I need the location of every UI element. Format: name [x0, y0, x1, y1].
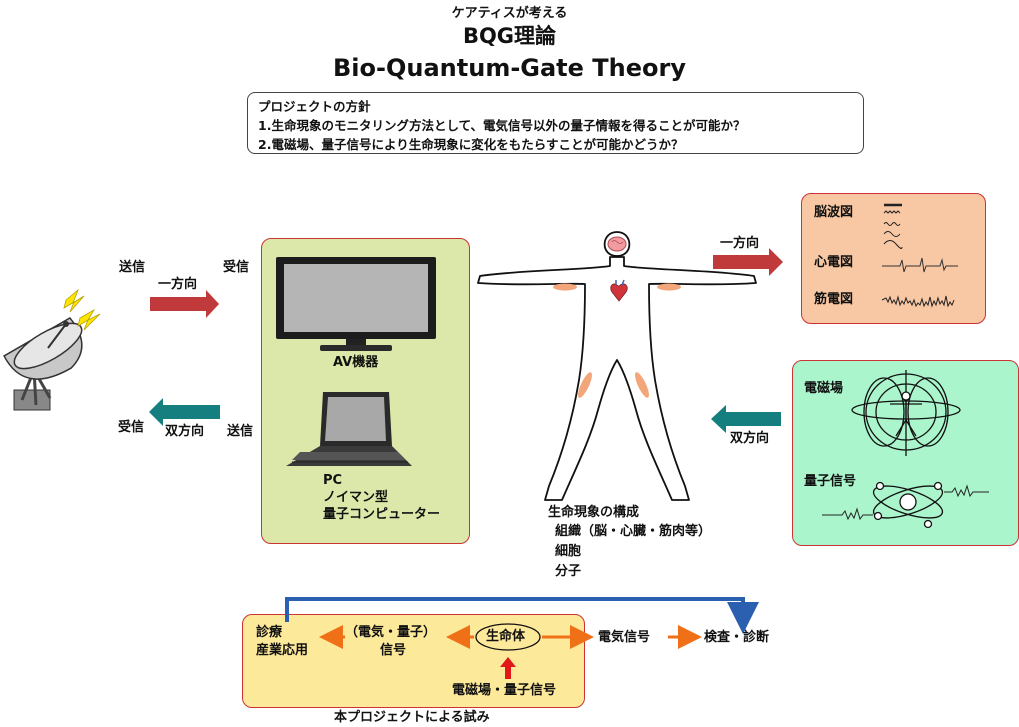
one-way-label-right: 一方向: [720, 236, 760, 251]
em-field-icon: [851, 370, 961, 456]
em-quantum-label: 電磁場・量子信号: [452, 683, 557, 698]
av-device-label: AV機器: [333, 355, 379, 370]
emg-wave-icon: [881, 295, 955, 308]
eeg-label: 脳波図: [814, 205, 854, 220]
diagnosis-label: 検査・診断: [704, 630, 770, 645]
send-label-bottom: 送信: [227, 424, 254, 439]
organism-ellipse: [475, 623, 541, 651]
application-panel: [242, 614, 585, 708]
policy-line-1: 1.生命現象のモニタリング方法として、電気信号以外の量子情報を得ることが可能か？: [258, 118, 746, 133]
two-way-label-right: 双方向: [730, 431, 770, 446]
neumann-label: ノイマン型: [323, 490, 389, 505]
quantum-signal-label: 量子信号: [804, 474, 857, 489]
policy-line-2: 2.電磁場、量子信号により生命現象に変化をもたらすことが可能かどうか？: [258, 137, 684, 152]
em-input-arrow: [500, 657, 516, 679]
industry-label: 産業応用: [256, 643, 309, 658]
em-field-label: 電磁場: [804, 381, 844, 396]
one-way-arrow-right: [713, 248, 783, 276]
signal-label-2: 信号: [380, 643, 407, 658]
eeg-wave-icon: [883, 203, 903, 249]
policy-heading: プロジェクトの方針: [258, 99, 371, 114]
feedback-arrow: [285, 597, 759, 634]
receive-label-bottom: 受信: [118, 420, 145, 435]
human-body-icon: [477, 231, 757, 501]
atom-icon: [872, 481, 944, 529]
body-structure-item-1: 組織（脳・心臓・筋肉等）: [555, 524, 712, 539]
body-structure-heading: 生命現象の構成: [548, 505, 640, 520]
emg-label: 筋電図: [814, 292, 854, 307]
heart-icon: [610, 279, 628, 302]
quantum-wave-icon: [944, 484, 989, 498]
leg-muscle-icon: [635, 372, 649, 398]
signal-label-1: （電気・量子）: [345, 625, 437, 640]
quantum-computer-label: 量子コンピューター: [323, 507, 441, 522]
brain-icon: [607, 236, 627, 252]
send-label-top: 送信: [119, 260, 146, 275]
ecg-wave-icon: [882, 257, 958, 273]
laptop-icon: [286, 392, 412, 466]
receive-label-top: 受信: [223, 260, 250, 275]
body-structure-item-2: 細胞: [555, 544, 582, 559]
satellite-dish-icon: [3, 316, 83, 411]
title-jp: BQG理論: [462, 24, 557, 48]
arm-muscle-icon: [553, 283, 577, 291]
subtitle: ケアティスが考える: [451, 6, 568, 21]
two-way-label-left: 双方向: [165, 424, 205, 439]
one-way-arrow-left: [150, 290, 219, 318]
quantum-wave-icon: [822, 507, 873, 521]
title-en: Bio-Quantum-Gate Theory: [333, 54, 686, 82]
ecg-label: 心電図: [814, 255, 854, 270]
one-way-label-left: 一方向: [158, 277, 198, 292]
organism-label: 生命体: [486, 629, 526, 644]
pc-label: PC: [323, 473, 343, 488]
body-structure-item-3: 分子: [555, 564, 582, 579]
two-way-arrow-left: [149, 398, 220, 426]
two-way-arrow-right: [711, 405, 781, 433]
policy-box: プロジェクトの方針 1.生命現象のモニタリング方法として、電気信号以外の量子情報…: [247, 92, 864, 154]
monitor-icon: [276, 257, 436, 351]
signal-lightning-icon: [63, 288, 101, 331]
electric-signal-label: 電気信号: [598, 630, 651, 645]
medical-label: 診療: [256, 625, 283, 640]
leg-muscle-icon: [578, 372, 592, 398]
arm-muscle-icon: [657, 283, 681, 291]
project-caption: 本プロジェクトによる試み: [334, 710, 490, 725]
biosignal-panel: [801, 193, 986, 324]
